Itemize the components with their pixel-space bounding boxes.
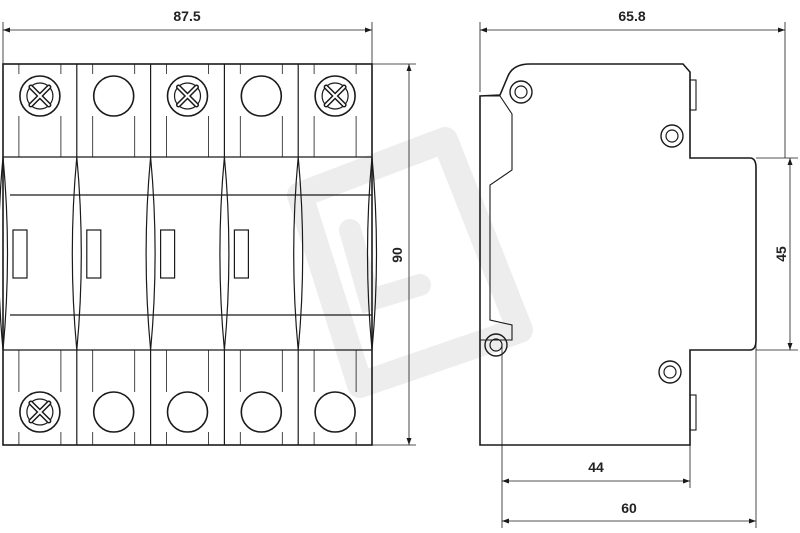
side-screw-bottom-right <box>658 360 682 384</box>
cross-screw-terminal-icon <box>314 75 356 117</box>
depth-to-face-label: 44 <box>588 459 604 475</box>
rail-latch-bottom <box>689 394 697 431</box>
module-edge-ridge <box>0 156 9 351</box>
round-hole-terminal-icon <box>240 391 283 433</box>
side-width-label: 65.8 <box>618 8 645 24</box>
side-screw-top-left <box>509 80 533 104</box>
module-edge-ridge <box>366 156 378 351</box>
round-hole-terminal-icon <box>92 75 135 117</box>
round-hole-terminal-icon <box>166 391 209 433</box>
side-screw-top-right <box>660 124 684 148</box>
handle-notch <box>12 229 28 279</box>
rail-height-dimension: 45 <box>756 157 798 351</box>
watermark-logo <box>287 127 533 398</box>
overall-depth-label: 60 <box>621 500 637 516</box>
rail-height-label: 45 <box>773 246 789 262</box>
handle-notch <box>233 229 249 279</box>
cross-screw-terminal-icon <box>166 75 209 117</box>
module-edge-ridge <box>293 156 304 351</box>
side-view <box>479 63 757 446</box>
cross-screw-terminal-icon <box>19 391 61 433</box>
module-edge-ridge <box>219 156 230 351</box>
front-height-label: 90 <box>389 247 405 263</box>
cross-screw-terminal-icon <box>19 75 61 117</box>
handle-notch <box>86 229 102 279</box>
front-view <box>0 63 378 446</box>
front-height-dimension: 90 <box>372 63 416 446</box>
handle-notch <box>160 229 176 279</box>
front-width-dimension: 87.5 <box>2 8 373 64</box>
front-view-outline <box>2 63 373 446</box>
side-view-outline <box>479 63 757 446</box>
round-hole-terminal-icon <box>240 75 283 117</box>
module-edge-ridge <box>71 156 82 351</box>
depth-to-face-dimension: 44 <box>501 345 691 488</box>
round-hole-terminal-icon <box>92 391 135 433</box>
front-width-label: 87.5 <box>173 8 200 24</box>
round-hole-terminal-icon <box>314 391 356 433</box>
module-edge-ridge <box>145 156 156 351</box>
rail-latch-top <box>689 79 697 111</box>
side-width-dimension: 65.8 <box>479 8 786 158</box>
overall-depth-dimension: 60 <box>501 340 757 528</box>
